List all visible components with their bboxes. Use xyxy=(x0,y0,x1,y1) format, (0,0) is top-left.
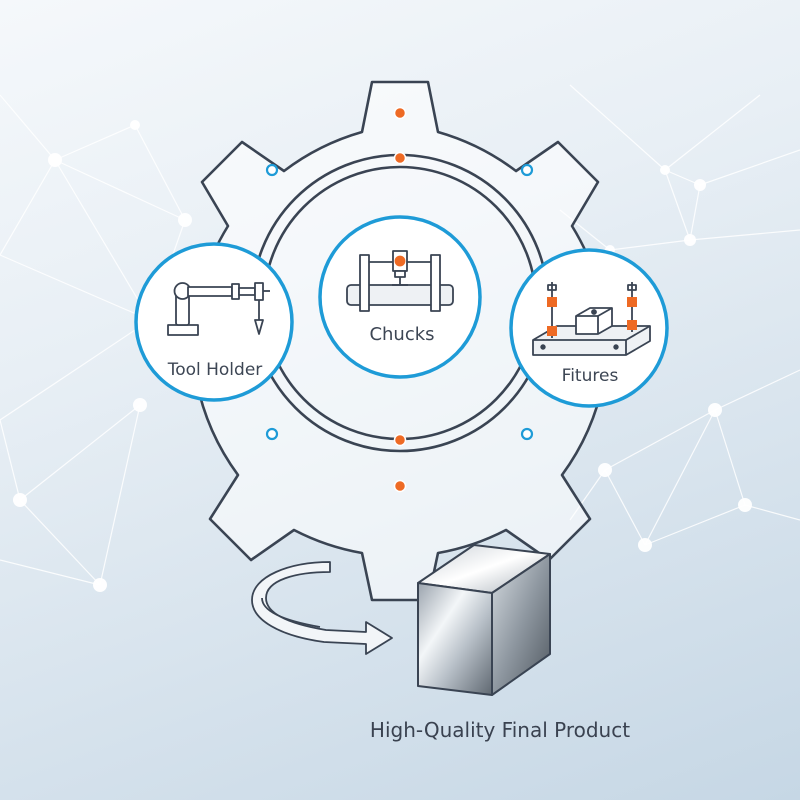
left-module xyxy=(134,242,294,402)
left-module-label: Tool Holder xyxy=(167,360,263,380)
fixture-clamp-accents xyxy=(547,297,637,336)
output-label: High-Quality Final Product xyxy=(369,718,631,742)
center-module xyxy=(318,215,482,379)
curved-arrow-icon xyxy=(251,561,393,655)
fixture-clamp-icon xyxy=(532,282,651,356)
lathe-chuck-icon xyxy=(346,250,454,312)
robotic-arm-icon xyxy=(167,282,270,336)
center-module-label: Chucks xyxy=(369,324,435,345)
right-module-label: Fitures xyxy=(561,366,619,386)
metal-cube-icon xyxy=(417,544,551,696)
right-module xyxy=(509,248,669,408)
network-nodes xyxy=(13,120,752,592)
gear-markers xyxy=(265,106,534,493)
network-background xyxy=(0,84,800,586)
